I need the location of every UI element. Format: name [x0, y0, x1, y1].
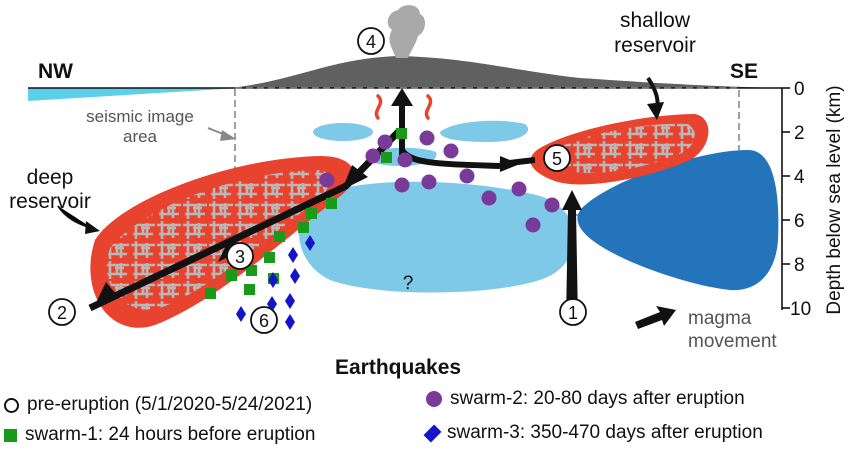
eq-marker	[298, 222, 309, 233]
low-velocity-body-small-left	[313, 123, 373, 141]
svg-text:2: 2	[57, 303, 67, 323]
swarm-3-markers	[236, 235, 315, 330]
legend-label: swarm-3: 350-470 days after eruption	[447, 422, 763, 443]
eq-marker	[459, 168, 475, 184]
ocean	[28, 88, 240, 101]
compass-nw: NW	[38, 60, 73, 83]
eq-marker	[419, 130, 435, 146]
heat-squiggle-left	[374, 94, 383, 120]
blue-diamond-icon	[423, 424, 442, 442]
eq-marker	[365, 148, 381, 164]
deep-reservoir-label-line1: deep	[27, 166, 74, 189]
eq-marker	[205, 288, 216, 299]
eq-marker	[274, 231, 285, 242]
magma-path-from-shallow	[499, 157, 536, 167]
legend-label: swarm-2: 20-80 days after eruption	[450, 388, 745, 409]
eq-marker	[246, 265, 257, 276]
arrowhead-shallow-label	[647, 102, 664, 120]
seismic-area-label-line1: seismic image	[86, 107, 194, 126]
unknown-body-label: ?	[403, 273, 414, 294]
legend-item-swarm-1: swarm-1: 24 hours before eruption	[4, 424, 315, 446]
depth-tick-label: 6	[794, 211, 805, 232]
shallow-reservoir-label-line1: shallow	[620, 9, 691, 32]
legend-label: swarm-1: 24 hours before eruption	[25, 424, 316, 445]
volcano-profile	[230, 56, 780, 88]
eq-marker	[394, 177, 410, 193]
step-marker-1: 1	[559, 298, 587, 326]
legend-item-swarm-2: swarm-2: 20-80 days after eruption	[426, 388, 745, 410]
depth-tick-label: 2	[794, 123, 805, 144]
legend-title: Earthquakes	[335, 356, 462, 379]
magma-movement-label-line1: magma	[688, 308, 752, 329]
purple-dot-icon	[426, 391, 442, 407]
earthquake-legend: Earthquakes pre-eruption (5/1/2020-5/24/…	[0, 350, 850, 454]
eq-marker	[285, 293, 295, 309]
step-marker-5: 5	[543, 144, 571, 172]
svg-text:3: 3	[235, 247, 245, 267]
eq-marker	[481, 190, 497, 206]
arrowhead-seismic-label	[220, 130, 236, 141]
eq-marker	[290, 268, 300, 284]
eq-marker	[381, 152, 392, 163]
eq-marker	[377, 134, 393, 150]
svg-text:5: 5	[552, 149, 562, 169]
seismic-area-label-line2: area	[123, 127, 158, 146]
depth-tick-label: 4	[794, 167, 805, 188]
green-square-icon	[4, 428, 17, 442]
legend-label: pre-eruption (5/1/2020-5/24/2021)	[27, 394, 313, 415]
eruption-plume	[387, 5, 426, 59]
depth-axis-title: Depth below sea level (km)	[824, 85, 845, 314]
arrowhead-deep-upper	[342, 165, 368, 190]
shallow-reservoir-hatch	[551, 123, 695, 174]
eq-marker	[288, 247, 298, 263]
eq-marker	[268, 272, 278, 288]
eq-marker	[305, 235, 315, 251]
magma-movement-arrow	[635, 306, 676, 329]
compass-se: SE	[730, 60, 758, 83]
step-marker-3: 3	[226, 242, 254, 270]
eq-marker	[244, 284, 255, 295]
shallow-reservoir-label-line2: reservoir	[614, 34, 696, 57]
depth-tick-label: 8	[794, 255, 805, 276]
arrowhead-vent	[391, 88, 413, 106]
eq-marker	[285, 314, 295, 330]
step-marker-4: 4	[357, 27, 385, 55]
arrowhead-2	[94, 282, 116, 307]
arrowhead-1-shaft	[566, 210, 578, 320]
deep-reservoir-label-line2: reservoir	[9, 190, 91, 213]
eq-marker	[226, 270, 237, 281]
swarm-2-markers	[319, 130, 560, 233]
eq-marker	[264, 252, 275, 263]
eq-marker	[306, 208, 317, 219]
arrowhead-1	[562, 190, 582, 210]
depth-axis: 0 2 4 6 8 10 Depth below sea level (km)	[781, 79, 845, 320]
legend-item-swarm-3: swarm-3: 350-470 days after eruption	[423, 422, 763, 444]
low-velocity-body-large	[298, 181, 575, 293]
heat-squiggle-right	[424, 94, 433, 120]
depth-tick-label: 0	[794, 79, 805, 100]
legend-item-pre-eruption: pre-eruption (5/1/2020-5/24/2021)	[4, 394, 312, 416]
eq-marker	[511, 181, 527, 197]
step-marker-2: 2	[48, 298, 76, 326]
eq-marker	[443, 143, 459, 159]
magma-movement-label-line2: movement	[688, 331, 777, 352]
svg-text:6: 6	[259, 311, 269, 331]
eq-marker	[421, 174, 437, 190]
eq-marker	[319, 172, 335, 188]
eq-marker	[396, 128, 407, 139]
eq-marker	[236, 306, 246, 322]
svg-text:1: 1	[568, 303, 578, 323]
high-velocity-body	[577, 150, 779, 291]
low-velocity-body-small-right	[440, 120, 529, 142]
open-circle-icon	[4, 397, 19, 413]
arrowhead-deep-label	[85, 221, 100, 234]
svg-text:4: 4	[366, 32, 376, 52]
step-marker-6: 6	[250, 306, 278, 334]
eq-marker	[397, 152, 413, 168]
depth-tick-label: 10	[790, 299, 811, 320]
eq-marker	[525, 217, 541, 233]
eq-marker	[544, 197, 560, 213]
eq-marker	[326, 198, 337, 209]
